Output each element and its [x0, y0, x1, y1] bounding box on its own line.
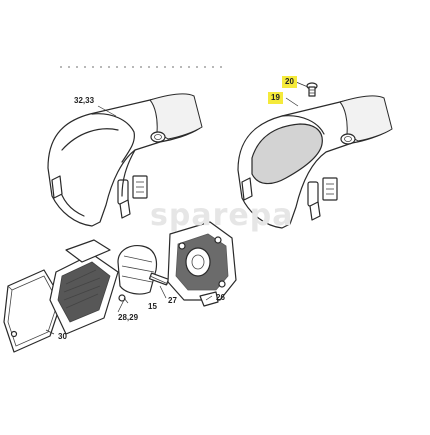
cover-left-part — [47, 93, 203, 227]
label-27: 27 — [168, 296, 177, 305]
watermark-text: sparepa — [150, 198, 294, 233]
label-32-33: 32,33 — [74, 96, 95, 105]
screw-part — [306, 82, 318, 97]
carburetor-housing-part — [167, 221, 237, 307]
filter-element-part — [49, 239, 119, 335]
filter-cover-part — [3, 269, 63, 353]
part-15-piece — [117, 245, 158, 302]
label-26: 26 — [216, 293, 225, 302]
label-30: 30 — [58, 332, 67, 341]
label-15: 15 — [148, 302, 157, 311]
cover-right-part — [237, 95, 393, 229]
label-20-highlighted: 20 — [282, 76, 297, 88]
leader-lines — [45, 81, 309, 335]
label-19-highlighted: 19 — [268, 92, 283, 104]
label-28-29: 28,29 — [118, 313, 139, 322]
